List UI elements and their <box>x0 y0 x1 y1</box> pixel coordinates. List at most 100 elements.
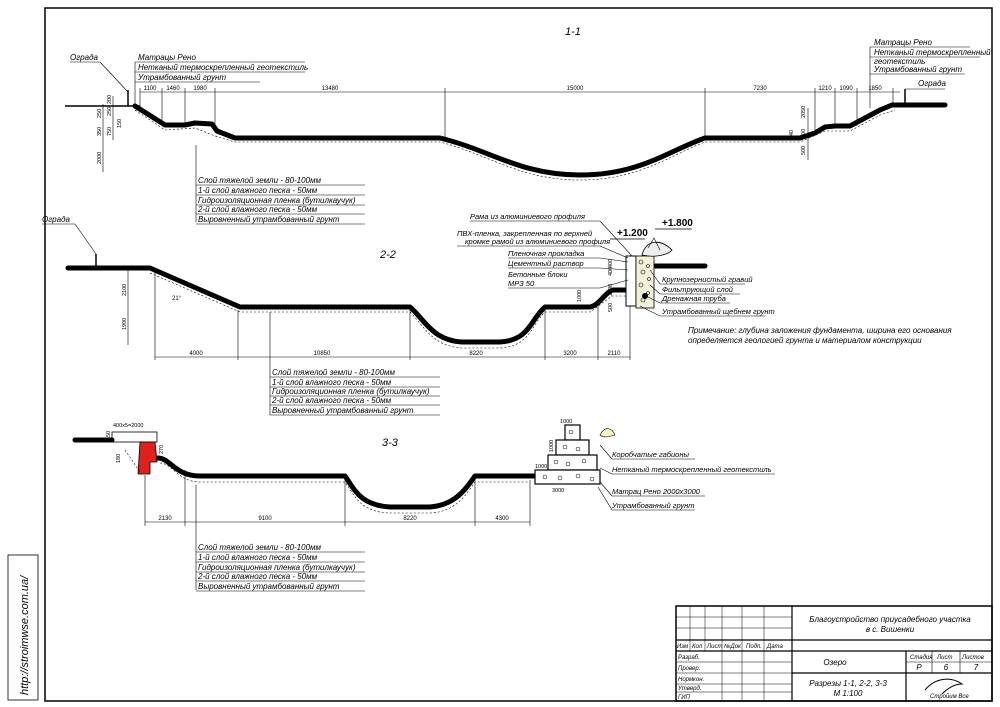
svg-text:8220: 8220 <box>469 351 483 357</box>
svg-text:1000: 1000 <box>549 440 555 452</box>
vdimlabels-1-right: 2050 40 500 500 <box>789 106 807 155</box>
svg-text:Матрацы Рено: Матрацы Рено <box>874 38 932 47</box>
dimlabels-3: 2130 9100 8220 4300 <box>158 516 509 522</box>
svg-text:Лист: Лист <box>936 655 952 661</box>
svg-text:500: 500 <box>608 303 614 312</box>
svg-text:Дренажная труба: Дренажная труба <box>661 294 726 303</box>
profile-1-liner <box>132 102 948 178</box>
svg-text:Слой тяжелой земли - 80-100мм: Слой тяжелой земли - 80-100мм <box>198 176 322 185</box>
svg-text:Изм: Изм <box>677 644 688 650</box>
fence-1-right-label: Ограда <box>918 79 946 88</box>
svg-text:350: 350 <box>97 127 103 136</box>
svg-text:2-й слой влажного песка - 50мм: 2-й слой влажного песка - 50мм <box>271 396 392 405</box>
svg-text:1460: 1460 <box>166 86 180 92</box>
svg-text:9100: 9100 <box>258 516 272 522</box>
svg-text:Утрамбованный грунт: Утрамбованный грунт <box>873 65 962 74</box>
svg-text:Утрамбованный грунт: Утрамбованный грунт <box>137 73 226 82</box>
svg-text:1210: 1210 <box>818 86 832 92</box>
side-url-box: http://stroimwse.com.ua/ <box>7 554 39 701</box>
svg-text:ГИП: ГИП <box>678 695 691 701</box>
svg-text:Выровненный утрамбованный грун: Выровненный утрамбованный грунт <box>198 215 340 224</box>
svg-text:Листов: Листов <box>961 655 984 661</box>
svg-text:13480: 13480 <box>322 86 339 92</box>
svg-text:Нормкон.: Нормкон. <box>678 677 704 683</box>
dimlabels-2: 4000 10850 8220 3200 2110 <box>189 351 621 357</box>
svg-text:1-й слой влажного песка - 50мм: 1-й слой влажного песка - 50мм <box>198 186 318 195</box>
svg-text:4300: 4300 <box>495 516 509 522</box>
callouts-3-right: Коробчатые габионы Нетканый термоскрепле… <box>597 444 775 511</box>
section-title-3: 3-3 <box>382 437 399 449</box>
svg-text:Гидроизоляционная пленка (бути: Гидроизоляционная пленка (бутилкаучук) <box>198 196 356 205</box>
dim-3-left-top: 400х5=2000 <box>113 423 143 429</box>
profile-1-ground-under <box>134 109 896 181</box>
svg-text:Цементный раствор: Цементный раствор <box>508 259 584 268</box>
sheet-frame <box>44 7 993 702</box>
vdimlabels-1-left: 250 250 350 2000 750 200 150 <box>97 95 123 164</box>
dimticks-2 <box>154 272 631 360</box>
svg-text:1850: 1850 <box>868 86 882 92</box>
svg-text:1090: 1090 <box>839 86 853 92</box>
angle-2: 21° <box>172 296 182 302</box>
svg-text:Выровненный утрамбованный грун: Выровненный утрамбованный грунт <box>198 582 340 591</box>
svg-text:2-й слой влажного песка - 50мм: 2-й слой влажного песка - 50мм <box>197 205 318 214</box>
note-2: Примечание: глубина заложения фундамента… <box>688 326 952 345</box>
title-block-values: Благоустройство приусадебного участка в … <box>809 615 979 698</box>
svg-text:1100: 1100 <box>144 86 158 92</box>
dimlabels-3-right: 1000 1000 1000 3000 <box>535 419 572 494</box>
svg-text:Утрамбованный щебнем грунт: Утрамбованный щебнем грунт <box>661 307 775 316</box>
elevation-1800: +1.800 <box>662 218 693 229</box>
svg-text:250: 250 <box>107 107 113 116</box>
svg-text:7230: 7230 <box>753 86 767 92</box>
svg-text:7: 7 <box>974 663 979 672</box>
fence-2-label: Ограда <box>42 215 70 224</box>
svg-text:Слой тяжелой земли - 80-100мм: Слой тяжелой земли - 80-100мм <box>272 368 396 377</box>
svg-text:2-й слой влажного песка - 50мм: 2-й слой влажного песка - 50мм <box>197 572 318 581</box>
svg-text:Утрамбованный грунт: Утрамбованный грунт <box>611 501 695 510</box>
svg-text:400: 400 <box>608 259 614 268</box>
svg-text:750: 750 <box>107 127 113 136</box>
svg-text:4000: 4000 <box>189 351 203 357</box>
callouts-1-left: Матрацы Рено Нетканый термоскрепленный г… <box>134 53 308 108</box>
title-block <box>675 605 993 702</box>
gabion-3-right <box>534 424 616 485</box>
fence-2-leader2 <box>74 223 97 255</box>
svg-text:2000: 2000 <box>97 152 103 164</box>
section-title-2: 2-2 <box>379 249 396 261</box>
svg-text:Кол: Кол <box>692 644 703 650</box>
svg-text:2050: 2050 <box>801 106 807 118</box>
svg-text:Бетонные блоки: Бетонные блоки <box>508 270 568 279</box>
svg-text:Разрезы 1-1, 2-2, 3-3: Разрезы 1-1, 2-2, 3-3 <box>809 679 887 688</box>
svg-text:1000: 1000 <box>577 290 583 302</box>
svg-text:Коробчатые габионы: Коробчатые габионы <box>612 450 689 459</box>
svg-text:М 1:100: М 1:100 <box>834 689 863 698</box>
svg-text:1200: 1200 <box>608 284 614 296</box>
svg-text:Фильтрующий слой: Фильтрующий слой <box>662 285 734 294</box>
svg-text:1900: 1900 <box>122 318 128 330</box>
svg-text:№Док: №Док <box>724 643 742 650</box>
svg-text:Выровненный утрамбованный грун: Выровненный утрамбованный грунт <box>272 406 414 415</box>
svg-text:Дата: Дата <box>766 644 783 650</box>
callouts-2-right: Крупнозернистый гравий Фильтрующий слой … <box>639 269 775 317</box>
elevation-1200: +1.200 <box>617 228 648 239</box>
svg-text:Матрацы Рено: Матрацы Рено <box>138 53 196 62</box>
vdimlabels-2: 2100 1900 1000 400 400 1200 500 <box>122 259 614 330</box>
svg-text:1-й слой влажного песка - 50мм: 1-й слой влажного песка - 50мм <box>272 378 392 387</box>
profile-2-liner <box>65 265 631 345</box>
svg-text:в с. Вишенки: в с. Вишенки <box>866 625 915 634</box>
svg-text:400: 400 <box>608 267 614 276</box>
svg-text:Нетканый термоскрепленный: Нетканый термоскрепленный <box>874 48 991 57</box>
svg-text:1980: 1980 <box>193 86 207 92</box>
svg-text:8220: 8220 <box>403 516 417 522</box>
callouts-1-right: Матрацы Рено Нетканый термоскрепленный г… <box>869 38 991 108</box>
svg-text:Нетканый термоскрепленный геот: Нетканый термоскрепленный геотекстиль <box>612 465 772 474</box>
svg-text:270: 270 <box>159 445 165 454</box>
svg-text:Гидроизоляционная пленка (бути: Гидроизоляционная пленка (бутилкаучук) <box>198 563 356 572</box>
wall-detail-2 <box>625 237 673 309</box>
svg-text:500: 500 <box>801 146 807 155</box>
svg-text:Гидроизоляционная пленка (бути: Гидроизоляционная пленка (бутилкаучук) <box>272 387 430 396</box>
svg-text:Стройим Все: Стройим Все <box>930 693 969 700</box>
svg-text:Р: Р <box>916 663 922 672</box>
svg-text:Матрац Рено 2000х3000: Матрац Рено 2000х3000 <box>612 487 701 496</box>
side-url-text: http://stroimwse.com.ua/ <box>19 575 31 695</box>
fence-1-left-leader2 <box>99 61 129 93</box>
